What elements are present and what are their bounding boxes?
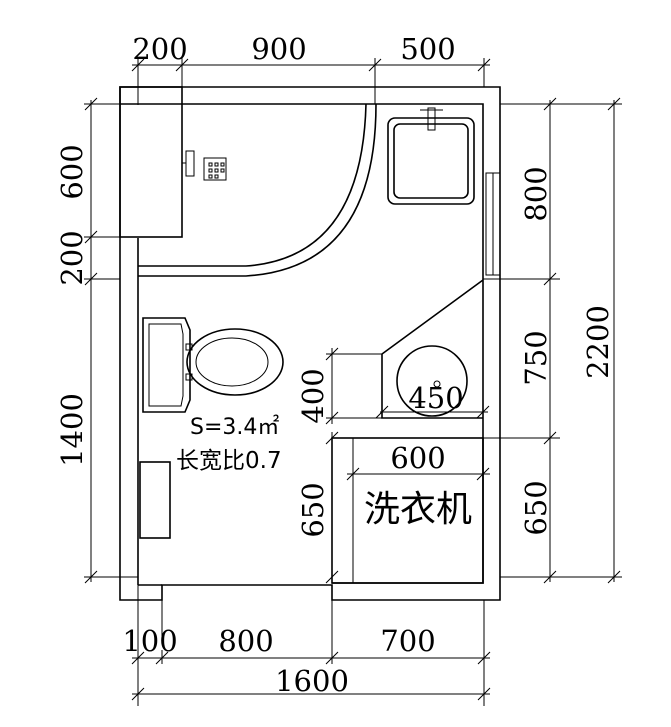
dimension-basin-diameter: 450 — [375, 381, 490, 419]
dim-top-3: 500 — [400, 32, 455, 66]
dim-left-1: 600 — [55, 144, 89, 199]
dim-right-3: 650 — [519, 480, 553, 535]
dim-bottom-3: 700 — [380, 624, 435, 658]
dimension-washer-width: 600 — [346, 441, 490, 481]
sink — [387, 107, 475, 205]
area-label: S=3.4㎡ — [190, 414, 279, 440]
washing-machine-label: 洗衣机 — [364, 489, 472, 530]
dim-bottom-1: 100 — [122, 624, 177, 658]
dimension-basin-offset: 400 — [296, 347, 383, 425]
dimension-bottom: 100 800 700 — [122, 585, 491, 706]
dim-left-3: 1400 — [55, 393, 89, 467]
dimension-bottom-overall: 1600 — [131, 664, 491, 701]
shower-screen-inner — [138, 103, 377, 277]
dim-washer-width: 600 — [390, 441, 445, 475]
dim-right-1: 800 — [519, 166, 553, 221]
dim-top-1: 200 — [132, 32, 187, 66]
ratio-label: 长宽比0.7 — [176, 448, 282, 474]
shower-screen-outer — [138, 103, 367, 267]
dimension-right-overall: 2200 — [560, 97, 622, 584]
dim-top-2: 900 — [251, 32, 306, 66]
basin-drain-icon — [433, 380, 441, 388]
dim-basin-diameter: 450 — [408, 381, 463, 415]
dimension-washer-depth: 650 — [296, 431, 339, 584]
shower-mixer-icon — [185, 150, 195, 177]
walls — [119, 86, 501, 640]
dim-basin-offset: 400 — [296, 368, 330, 423]
toilet — [142, 317, 284, 413]
dimension-right: 800 750 650 — [483, 97, 560, 584]
dim-bottom-overall: 1600 — [275, 664, 349, 698]
window — [485, 172, 501, 276]
round-basin — [396, 345, 468, 417]
dim-washer-depth: 650 — [296, 482, 330, 537]
dim-bottom-2: 800 — [218, 624, 273, 658]
dim-right-overall: 2200 — [581, 305, 615, 379]
dim-right-2: 750 — [519, 330, 553, 385]
shower-area — [119, 86, 377, 277]
shower-wall-block — [119, 86, 183, 238]
floor-drain-icon — [203, 157, 227, 181]
wall-cabinet — [139, 461, 171, 539]
faucet-icon — [427, 107, 436, 131]
dimension-top: 200 900 500 — [131, 32, 491, 105]
dimension-left: 600 200 1400 — [55, 97, 160, 584]
dim-left-2: 200 — [55, 230, 89, 285]
